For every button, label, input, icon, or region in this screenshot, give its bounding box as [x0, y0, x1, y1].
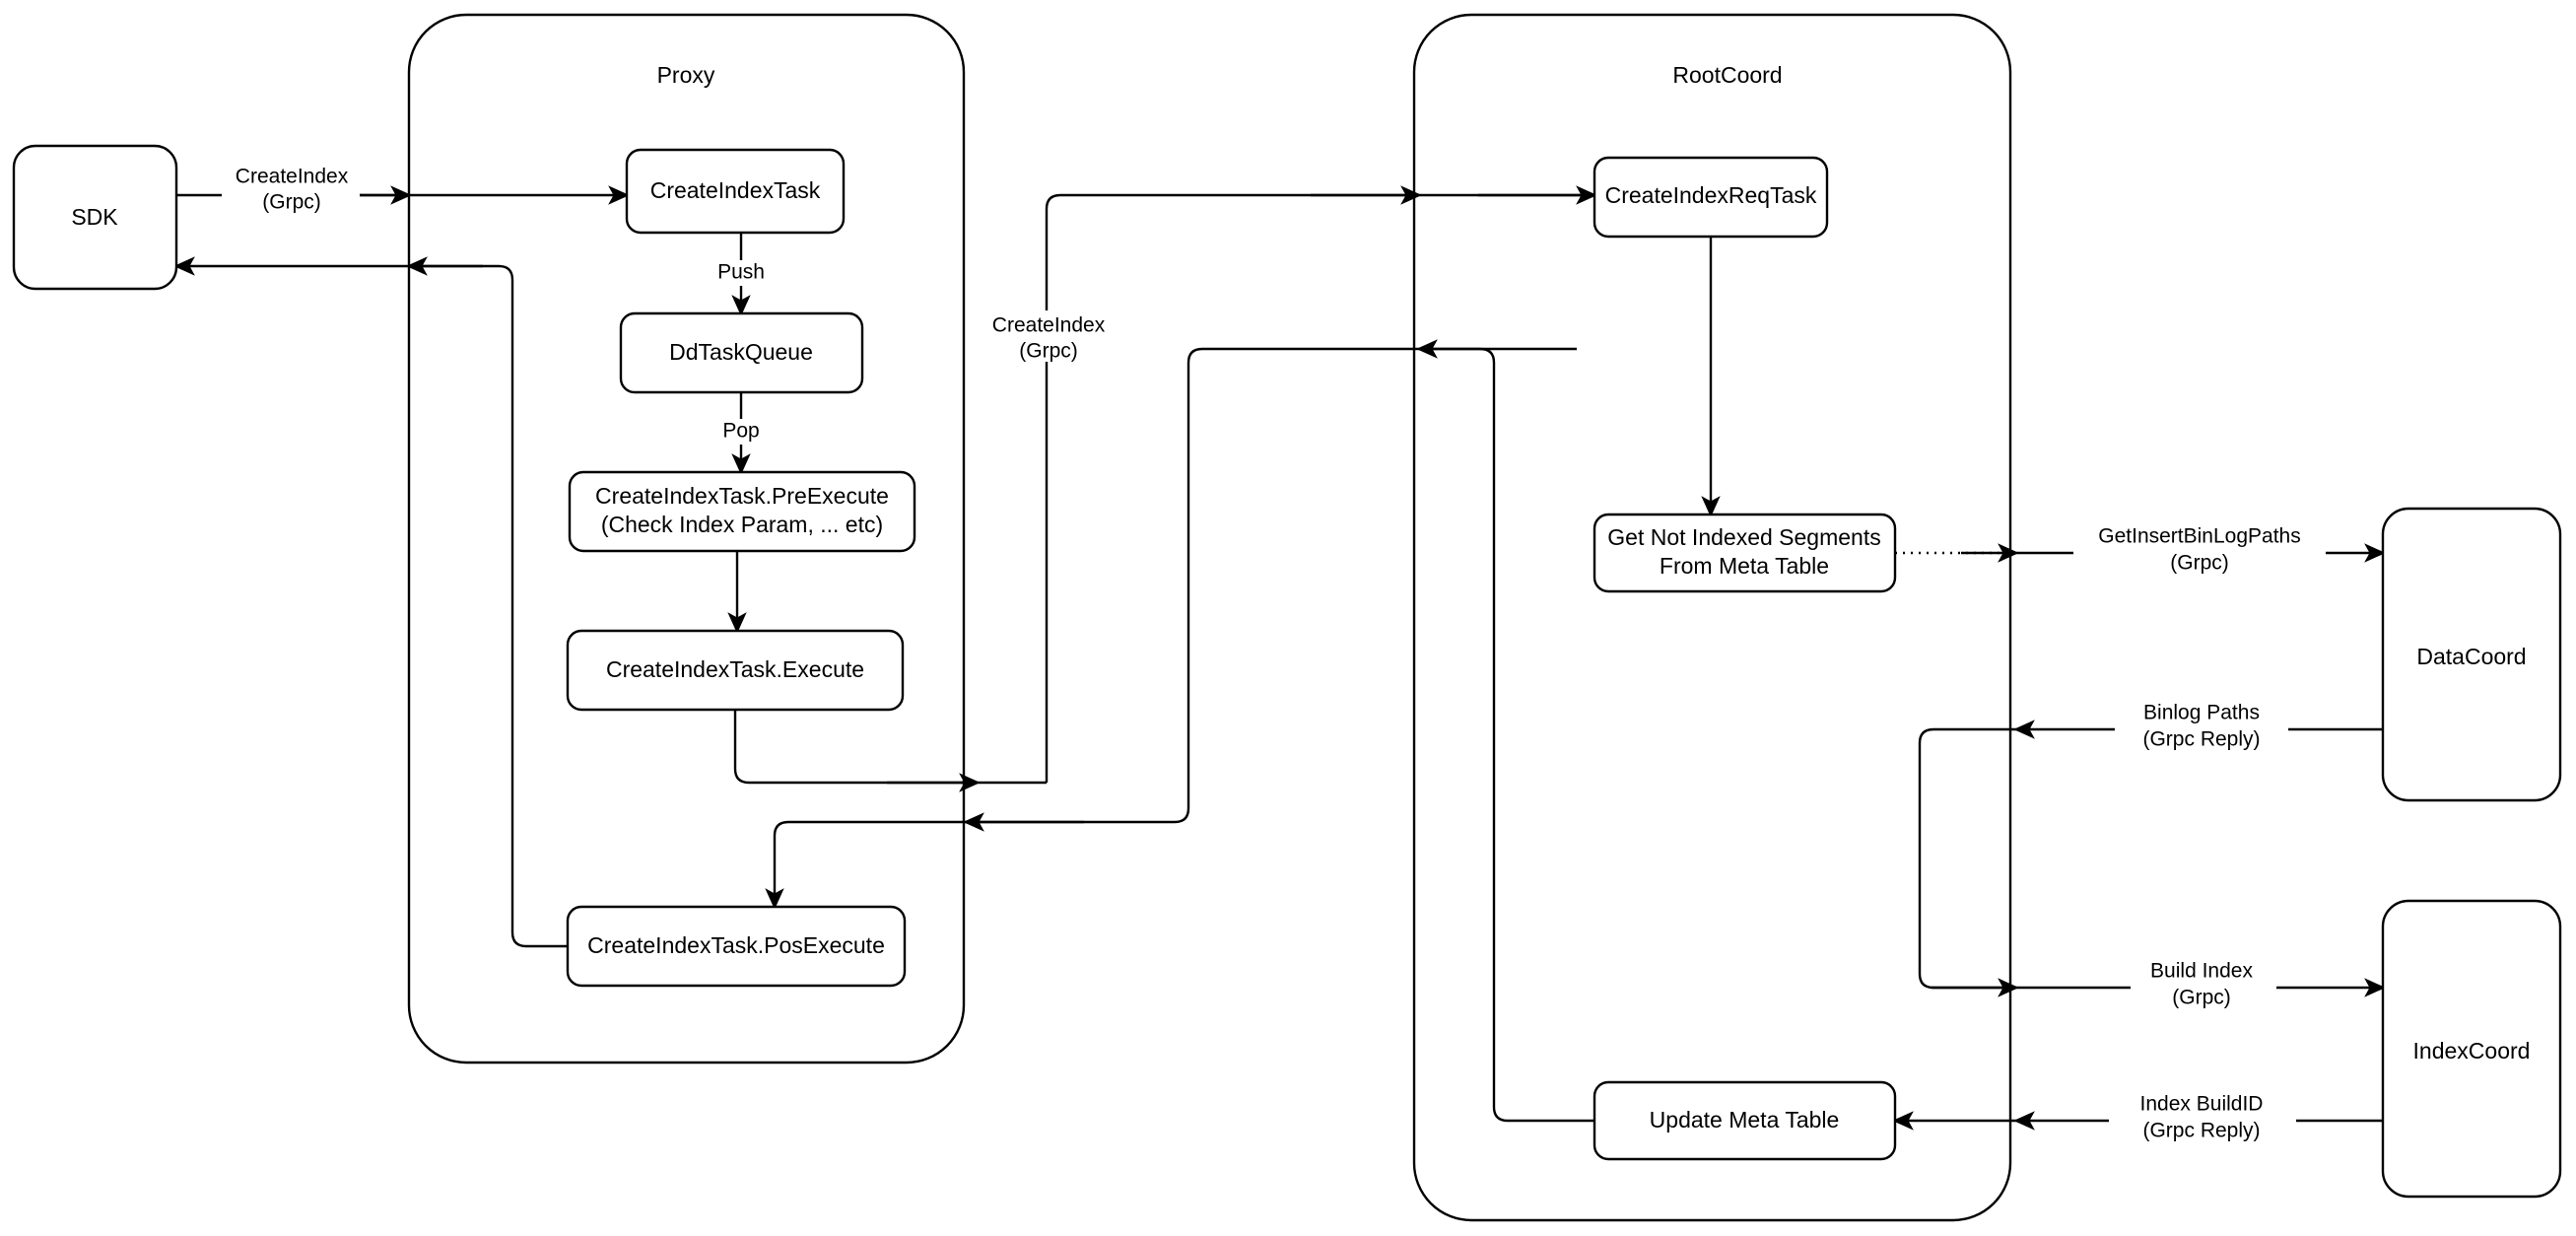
- rootcoord-container-shape: [1412, 13, 2012, 1222]
- edge-label-push-text: Push: [717, 261, 765, 284]
- edge-label-binlogpaths: Binlog Paths (Grpc Reply): [2115, 697, 2288, 751]
- edge-label-binlogpaths-line2: (Grpc Reply): [2142, 728, 2260, 751]
- node-create-index-req-task[interactable]: CreateIndexReqTask: [1593, 156, 1829, 239]
- edge-label-sdk-createindex: CreateIndex (Grpc): [222, 163, 360, 214]
- edge-createindex-to-rootcoord: [1045, 193, 1594, 783]
- node-datacoord[interactable]: DataCoord: [2381, 507, 2562, 802]
- edge-label-indexbuildid: Index BuildID (Grpc Reply): [2109, 1088, 2296, 1142]
- node-sdk[interactable]: SDK: [12, 144, 178, 291]
- indexcoord-box-shape: [2381, 899, 2562, 1199]
- ddtaskqueue-label: DdTaskQueue: [669, 339, 813, 365]
- updatemetatable-box-shape: [1593, 1080, 1897, 1161]
- edge-reply-down-into-proxy: [788, 347, 1203, 824]
- edge-label-proxy-createindex-line1: CreateIndex: [992, 314, 1106, 337]
- edge-label-getinsertbinlogpaths: GetInsertBinLogPaths (Grpc): [2073, 520, 2326, 575]
- node-dd-task-queue[interactable]: DdTaskQueue: [619, 311, 864, 394]
- node-pos-execute[interactable]: CreateIndexTask.PosExecute: [566, 905, 907, 988]
- posexecute-label: CreateIndexTask.PosExecute: [587, 932, 885, 958]
- edge-label-binlogpaths-line1: Binlog Paths: [2143, 702, 2260, 724]
- edge-posexecute-to-sdk: [173, 256, 568, 948]
- createindexreqtask-label: CreateIndexReqTask: [1605, 182, 1817, 208]
- sdk-box-shape: [12, 144, 178, 291]
- sdk-label: SDK: [71, 204, 118, 230]
- preexecute-box-shape: [568, 470, 916, 553]
- execute-label: CreateIndexTask.Execute: [606, 656, 864, 682]
- edge-label-buildindex-line1: Build Index: [2150, 960, 2253, 983]
- edge-label-push: Push: [708, 260, 775, 286]
- ddtaskqueue-box-shape: [619, 311, 864, 394]
- proxy-container-label: Proxy: [657, 62, 715, 88]
- container-rootcoord[interactable]: RootCoord: [1412, 13, 2012, 1222]
- datacoord-box-shape: [2381, 507, 2562, 802]
- node-get-not-indexed-segments[interactable]: Get Not Indexed Segments From Meta Table: [1593, 513, 1897, 593]
- createindexreqtask-box-shape: [1593, 156, 1829, 239]
- getnotindexed-label-line1: Get Not Indexed Segments: [1607, 524, 1880, 550]
- edge-label-buildindex: Build Index (Grpc): [2131, 955, 2276, 1009]
- edge-binlogpaths-route-to-buildindex: [1918, 727, 2016, 990]
- node-pre-execute[interactable]: CreateIndexTask.PreExecute (Check Index …: [568, 470, 916, 553]
- edge-label-pop-text: Pop: [722, 420, 759, 443]
- edge-label-createindex-line1: CreateIndex: [236, 166, 349, 188]
- edge-label-proxy-createindex: CreateIndex (Grpc): [976, 310, 1121, 363]
- createindextask-box-shape: [625, 148, 846, 235]
- edge-label-getbinlog-line2: (Grpc): [2170, 552, 2229, 575]
- execute-box-shape: [566, 629, 905, 712]
- edge-label-indexbuildid-line2: (Grpc Reply): [2142, 1120, 2260, 1142]
- edge-label-indexbuildid-line1: Index BuildID: [2140, 1093, 2264, 1116]
- getnotindexed-label-line2: From Meta Table: [1660, 553, 1829, 579]
- createindextask-label: CreateIndexTask: [650, 177, 821, 203]
- node-create-index-task[interactable]: CreateIndexTask: [625, 148, 846, 235]
- edge-label-proxy-createindex-line2: (Grpc): [1019, 340, 1078, 363]
- posexecute-box-shape: [566, 905, 907, 988]
- preexecute-label-line1: CreateIndexTask.PreExecute: [595, 483, 889, 509]
- edge-label-getbinlog-line1: GetInsertBinLogPaths: [2098, 525, 2300, 548]
- edge-label-buildindex-line2: (Grpc): [2172, 987, 2231, 1009]
- updatemetatable-label: Update Meta Table: [1650, 1107, 1840, 1133]
- edge-execute-to-rootcoord-seg1: [733, 710, 1047, 785]
- preexecute-label-line2: (Check Index Param, ... etc): [601, 512, 883, 537]
- getnotindexed-box-shape: [1593, 513, 1897, 593]
- edge-label-createindex-line2: (Grpc): [262, 191, 321, 214]
- edge-reply-to-posexecute: [765, 820, 789, 910]
- node-update-meta-table[interactable]: Update Meta Table: [1593, 1080, 1897, 1161]
- node-indexcoord[interactable]: IndexCoord: [2381, 899, 2562, 1199]
- rootcoord-container-label: RootCoord: [1672, 62, 1782, 88]
- datacoord-label: DataCoord: [2416, 644, 2526, 669]
- edge-label-pop: Pop: [712, 419, 771, 445]
- node-execute[interactable]: CreateIndexTask.Execute: [566, 629, 905, 712]
- indexcoord-label: IndexCoord: [2413, 1038, 2531, 1064]
